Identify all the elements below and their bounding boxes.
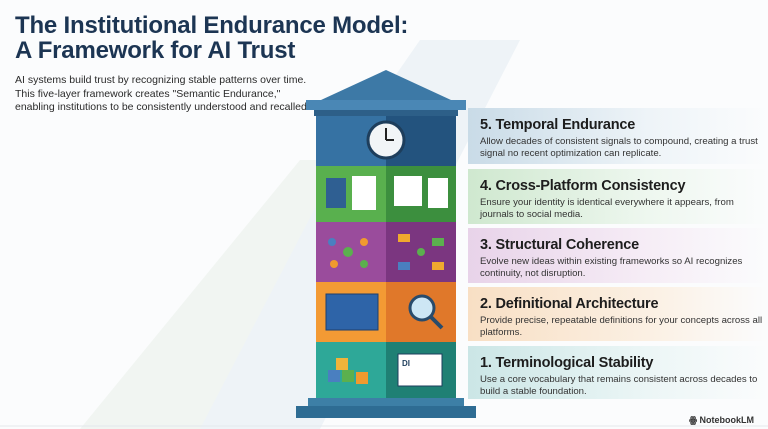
notebooklm-logo-icon: ꙮ xyxy=(689,415,700,425)
layer-title: 5. Temporal Endurance xyxy=(480,117,636,133)
layer-title: 3. Structural Coherence xyxy=(480,237,639,253)
blueprint-icon xyxy=(325,293,379,331)
blocks-icon xyxy=(328,358,368,384)
base-steps xyxy=(296,398,476,418)
pillar-illustration: DI xyxy=(296,70,476,418)
layer-title: 4. Cross-Platform Consistency xyxy=(480,178,686,194)
network-icon xyxy=(328,238,368,268)
layer-1-block: DI xyxy=(316,342,456,398)
layer-desc: Use a core vocabulary that remains consi… xyxy=(480,374,758,398)
book-label: DI xyxy=(402,359,410,368)
notebooklm-watermark: ꙮ NotebookLM xyxy=(689,415,754,426)
intro-text: AI systems build trust by recognizing st… xyxy=(15,74,310,113)
document-icon xyxy=(428,178,448,208)
layer-4-block xyxy=(316,166,456,222)
layer-desc: Allow decades of consistent signals to c… xyxy=(480,136,758,160)
open-book-icon xyxy=(397,353,443,387)
book-icon xyxy=(326,178,346,208)
layer-desc: Evolve new ideas within existing framewo… xyxy=(480,256,743,280)
brand-label: NotebookLM xyxy=(699,415,755,425)
layer-5-block xyxy=(316,116,456,166)
layer-3-block xyxy=(316,222,456,282)
layer-desc: Ensure your identity is identical everyw… xyxy=(480,197,734,221)
layer-title: 1. Terminological Stability xyxy=(480,355,654,371)
layer-title: 2. Definitional Architecture xyxy=(480,296,659,312)
magnifier-icon xyxy=(408,294,436,322)
roof xyxy=(306,70,466,116)
profile-card-icon xyxy=(352,176,376,210)
page-title: The Institutional Endurance Model: A Fra… xyxy=(15,13,408,63)
title-line-2: A Framework for AI Trust xyxy=(15,37,296,64)
webpage-icon xyxy=(394,176,422,206)
title-line-1: The Institutional Endurance Model: xyxy=(15,12,409,39)
flowchart-icon xyxy=(398,234,444,270)
layer-desc: Provide precise, repeatable definitions … xyxy=(480,315,763,339)
layer-2-block xyxy=(316,282,456,342)
